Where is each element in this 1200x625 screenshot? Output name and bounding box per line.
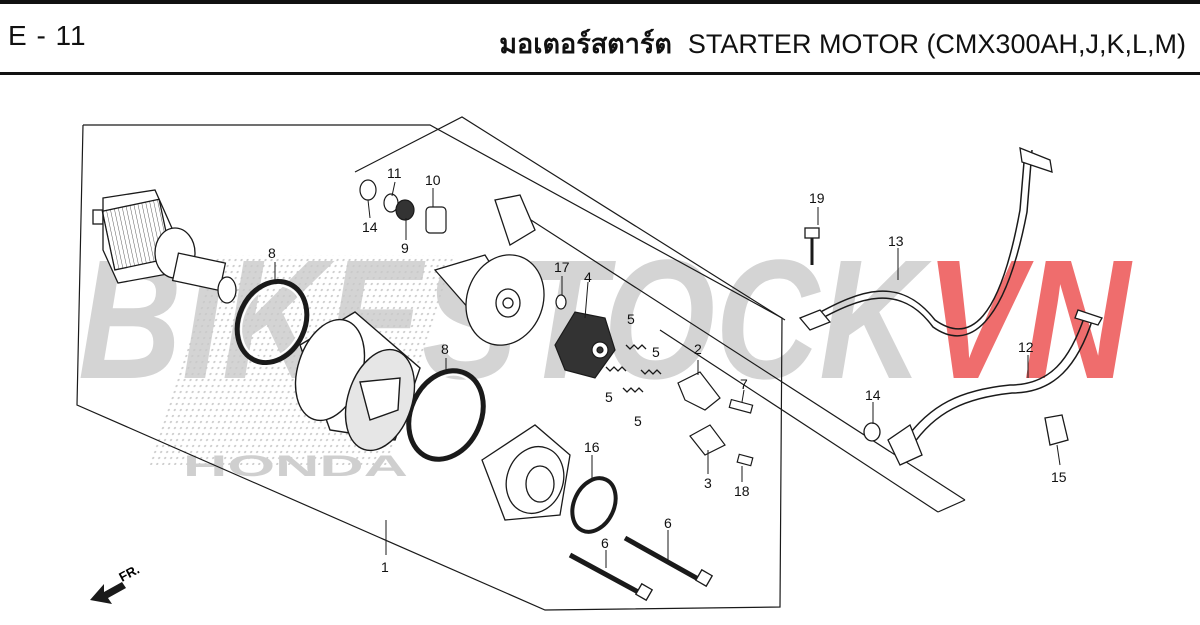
motor-yoke: [294, 311, 421, 452]
assembly-outline: [76, 116, 966, 611]
armature-part: [92, 189, 237, 304]
page-header: E - 11 มอเตอร์สตาร์ต STARTER MOTOR (CMX30…: [0, 0, 1200, 76]
front-cover: [433, 194, 545, 346]
o-ring-lower: [406, 368, 486, 462]
callout-14-b: 14: [865, 387, 881, 403]
callout-6-a: 6: [664, 515, 672, 531]
callout-16: 16: [584, 439, 600, 455]
direction-label: FR.: [116, 562, 142, 585]
leader-lines: [274, 181, 1061, 568]
o-ring-upper: [234, 278, 310, 366]
callout-19: 19: [809, 190, 825, 206]
callout-15: 15: [1051, 469, 1067, 485]
small-washers: [359, 179, 567, 310]
callout-9: 9: [401, 240, 409, 256]
header-top-rule: [0, 0, 1200, 4]
rear-cover: [481, 424, 571, 521]
arrow-icon: [90, 582, 126, 604]
callout-18: 18: [734, 483, 750, 499]
page-code: E - 11: [8, 20, 87, 51]
o-ring-upper-inner: [240, 284, 304, 360]
callout-10: 10: [425, 172, 441, 188]
callout-5-a: 5: [627, 311, 635, 327]
callout-6-b: 6: [601, 535, 609, 551]
callout-8-a: 8: [268, 245, 276, 261]
callout-2: 2: [694, 341, 702, 357]
page-title-english: STARTER MOTOR (CMX300AH,J,K,L,M): [687, 29, 1186, 59]
page-title-thai: มอเตอร์สตาร์ต: [499, 29, 672, 59]
starter-cables: [814, 149, 1094, 447]
callout-5-d: 5: [634, 413, 642, 429]
callout-14-a: 14: [362, 219, 378, 235]
o-ring-lower-inner: [411, 373, 481, 457]
long-bolts: [568, 535, 714, 602]
callout-4: 4: [584, 269, 592, 285]
callout-12: 12: [1018, 339, 1034, 355]
header-bottom-rule: [0, 72, 1200, 75]
callout-8-b: 8: [441, 341, 449, 357]
brush-holder: [554, 311, 616, 379]
callout-labels: 1 2 3 4 5 5 5 5 6 6 7 8 8 9 10 11 12 13 …: [268, 165, 1067, 575]
small-bolts: [728, 398, 754, 467]
callout-11: 11: [387, 165, 402, 181]
page-title: มอเตอร์สตาร์ต STARTER MOTOR (CMX300AH,J,K…: [499, 22, 1186, 65]
front-direction-arrow: FR.: [90, 562, 142, 604]
callout-1: 1: [381, 559, 389, 575]
callout-13: 13: [888, 233, 904, 249]
o-ring-16: [570, 476, 618, 534]
callout-7: 7: [740, 376, 748, 392]
callout-5-c: 5: [605, 389, 613, 405]
callout-3: 3: [704, 475, 712, 491]
callout-17: 17: [554, 259, 570, 275]
cable-fittings: [798, 146, 1103, 466]
watermark-brand-text: HONDA: [183, 450, 408, 483]
watermark-accent-text: VN: [925, 225, 1133, 415]
springs: [605, 344, 662, 393]
callout-5-b: 5: [652, 344, 660, 360]
brush-terminals: [677, 371, 726, 456]
exploded-parts-diagram: BIKESTOCK VN HONDA: [76, 116, 1133, 611]
